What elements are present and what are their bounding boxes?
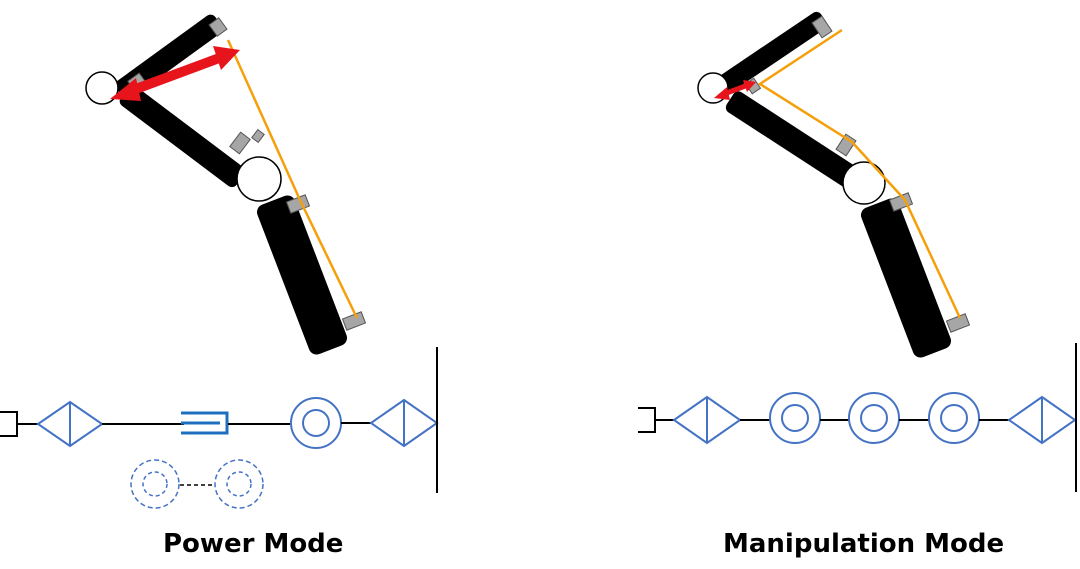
end-effector-bracket-icon: [638, 407, 656, 433]
power-mode-finger: [85, 14, 367, 355]
joint-cap-icon: [811, 15, 833, 39]
triangle-joint-icon: [672, 395, 742, 445]
joint-cap-icon: [251, 128, 265, 144]
force-arrow-icon: [110, 46, 240, 101]
finger-link-icon: [725, 91, 861, 189]
manipulation-mode-caption: Manipulation Mode: [723, 529, 1005, 559]
manipulation-mode-schematic: [638, 343, 1077, 492]
tendon-icon: [226, 39, 359, 319]
joint-circle-icon: [85, 71, 119, 105]
end-effector-bracket-icon: [0, 411, 18, 437]
locked-ring-joint-icon: [130, 459, 180, 509]
ring-joint-icon: [290, 397, 342, 449]
clutch-icon: [181, 411, 229, 435]
triangle-joint-icon: [369, 398, 439, 448]
ring-joint-icon: [848, 392, 900, 444]
joint-circle-icon: [236, 156, 282, 202]
ring-joint-icon: [769, 392, 821, 444]
joint-cap-icon: [945, 313, 971, 333]
joint-cap-icon: [229, 131, 251, 155]
locked-ring-joint-icon: [214, 459, 264, 509]
tendon-icon: [757, 28, 962, 319]
joint-cap-icon: [835, 133, 857, 157]
power-mode-schematic: [0, 347, 439, 509]
joint-cap-icon: [888, 192, 914, 212]
power-mode-caption: Power Mode: [163, 529, 344, 559]
joint-cap-icon: [285, 194, 311, 214]
triangle-joint-icon: [1007, 395, 1077, 445]
triangle-joint-icon: [36, 400, 104, 448]
joint-cap-icon: [208, 17, 228, 37]
joint-circle-icon: [842, 161, 886, 205]
finger-link-icon: [119, 85, 246, 188]
ring-joint-icon: [928, 392, 980, 444]
finger-link-icon: [256, 195, 348, 355]
finger-link-icon: [860, 198, 952, 358]
force-arrow-icon: [714, 80, 756, 100]
joint-cap-icon: [341, 311, 367, 331]
manipulation-mode-finger: [697, 11, 971, 358]
finger-link-icon: [719, 11, 827, 93]
